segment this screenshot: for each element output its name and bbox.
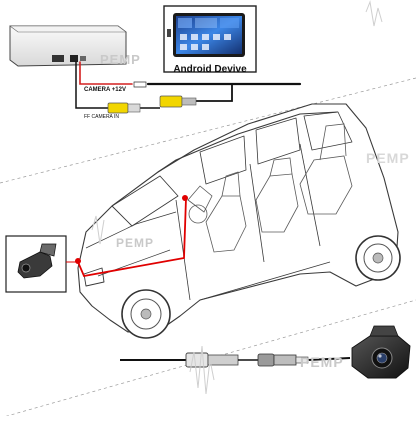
watermark-text: PEMP [300,354,344,370]
power-wire [75,61,302,109]
car-interior [187,123,353,253]
android-head-unit-icon [163,5,257,73]
watermark-text: PEMP [366,150,410,166]
head-unit-label: Android Devive [173,64,247,75]
module-box-icon [9,25,127,67]
rca-connector-icon [107,95,197,114]
power-wire-label: CAMERA +12V [84,87,126,93]
video-input-label: FF CAMERA IN [84,114,120,120]
cable-route [66,195,188,278]
front-camera-icon [351,325,411,379]
watermark-text: PEMP [100,52,141,67]
watermark-text: PEMP [116,236,155,250]
camera-mount-icon [5,235,67,293]
wheel-front [121,289,171,339]
wheel-rear [355,235,401,281]
watermark-waveform [91,0,383,395]
car-icon [77,103,399,333]
video-wire [140,84,233,109]
